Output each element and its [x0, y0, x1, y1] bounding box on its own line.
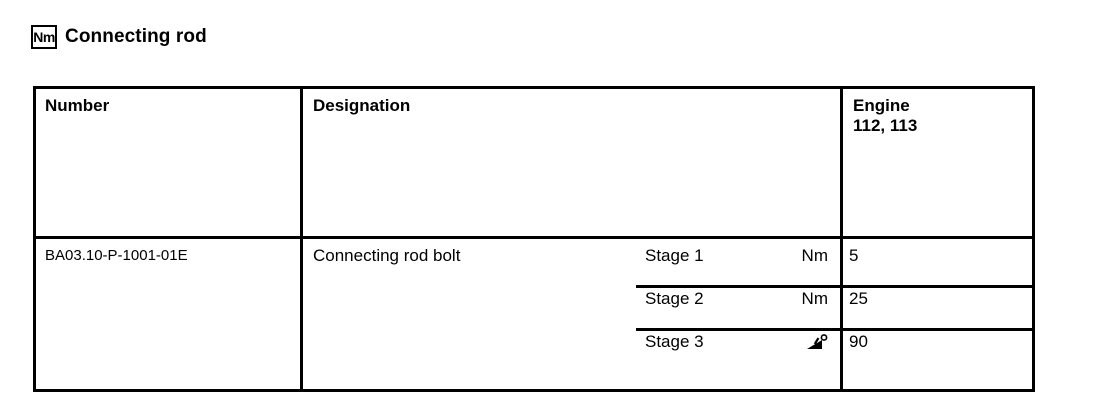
document-title-row: Nm Connecting rod	[31, 25, 207, 49]
column-divider-number	[300, 89, 303, 389]
column-header-number: Number	[45, 96, 110, 115]
stage-label-3: Stage 3	[645, 332, 704, 351]
torque-angle-icon	[807, 333, 828, 349]
header-body-divider	[36, 236, 1032, 239]
page-title: Connecting rod	[65, 26, 207, 47]
column-header-engine: Engine 112, 113	[853, 96, 918, 136]
column-header-designation: Designation	[313, 96, 411, 115]
stage-label-1: Stage 1	[645, 246, 704, 265]
stage-divider-1	[636, 285, 1032, 288]
stage-divider-2	[636, 328, 1032, 331]
torque-nm-badge-icon: Nm	[31, 25, 57, 49]
stage-unit-1: Nm	[801, 246, 828, 265]
stage-label-2: Stage 2	[645, 289, 704, 308]
stage-value-2: 25	[849, 289, 868, 308]
table-row-designation: Connecting rod bolt	[313, 246, 461, 265]
table-row-part-number: BA03.10-P-1001-01E	[45, 247, 188, 264]
column-divider-engine	[840, 89, 843, 389]
stage-unit-3	[708, 332, 828, 352]
stage-unit-2: Nm	[801, 289, 828, 308]
stage-value-3: 90	[849, 332, 868, 351]
torque-spec-table: Number Designation Engine 112, 113 BA03.…	[33, 86, 1035, 392]
stage-value-1: 5	[849, 246, 859, 265]
